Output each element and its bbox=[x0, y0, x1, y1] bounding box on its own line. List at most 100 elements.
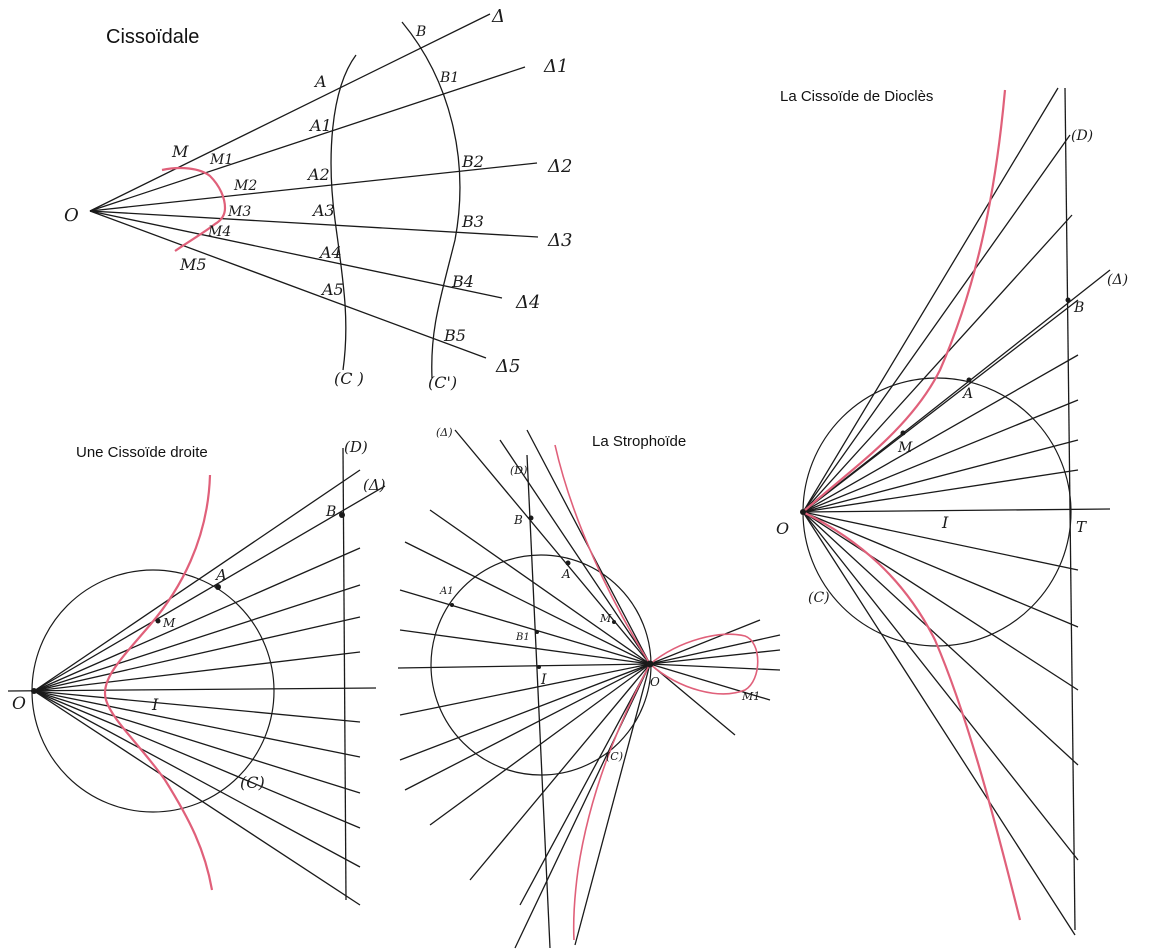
ray-delta4 bbox=[89, 210, 503, 299]
label-a1: A1 bbox=[308, 116, 332, 135]
label-curve-c: (C ) bbox=[334, 369, 364, 388]
point-b1 bbox=[535, 630, 539, 634]
axis-oi bbox=[397, 663, 651, 669]
label-m3: M3 bbox=[227, 204, 251, 220]
label-b: B bbox=[513, 513, 523, 527]
label-m: M bbox=[897, 440, 913, 456]
label-d: (D) bbox=[510, 464, 527, 477]
label-m1: M1 bbox=[209, 152, 233, 168]
label-m5: M5 bbox=[179, 255, 207, 274]
ray bbox=[33, 690, 361, 906]
ray bbox=[454, 429, 651, 665]
ray bbox=[33, 690, 361, 758]
point-m bbox=[612, 620, 616, 624]
ray bbox=[574, 663, 651, 946]
label-a: A bbox=[961, 386, 973, 402]
ray bbox=[33, 547, 361, 692]
label-b2: B2 bbox=[461, 152, 484, 171]
line-d bbox=[342, 447, 347, 901]
ray bbox=[33, 690, 361, 794]
line-d bbox=[1064, 87, 1076, 931]
ray bbox=[429, 663, 651, 826]
label-b1: B1 bbox=[439, 70, 459, 86]
label-a5: A5 bbox=[320, 280, 344, 299]
red-curve-cissoidale bbox=[161, 166, 227, 252]
ray bbox=[404, 541, 651, 665]
ray-delta3 bbox=[89, 210, 539, 238]
ray bbox=[649, 649, 781, 665]
ray bbox=[33, 469, 361, 692]
ray bbox=[399, 589, 651, 665]
label-a2: A2 bbox=[306, 165, 330, 184]
rays-diocles bbox=[802, 87, 1111, 936]
panel4-title: La Cissoïde de Dioclès bbox=[780, 88, 933, 105]
ray bbox=[802, 469, 1079, 513]
label-a: A bbox=[561, 567, 571, 581]
label-delta3: Δ3 bbox=[547, 230, 572, 251]
ray bbox=[33, 485, 386, 692]
point-o bbox=[646, 660, 654, 668]
label-delta4: Δ4 bbox=[515, 292, 540, 313]
label-d: (D) bbox=[1071, 128, 1093, 144]
point-m bbox=[155, 618, 161, 624]
point-a bbox=[966, 377, 972, 383]
label-b1: B1 bbox=[515, 632, 530, 643]
label-m: M bbox=[599, 612, 612, 625]
ray bbox=[802, 134, 1071, 513]
label-o: O bbox=[64, 205, 79, 226]
point-b bbox=[1065, 297, 1071, 303]
ray bbox=[399, 663, 651, 761]
axis-ox bbox=[7, 687, 377, 692]
label-a1: A1 bbox=[439, 586, 454, 597]
ray bbox=[499, 439, 651, 665]
label-circle: (C) bbox=[808, 590, 830, 606]
label-curve-c2: (C') bbox=[428, 373, 457, 392]
point-o bbox=[31, 688, 37, 694]
label-b: B bbox=[325, 504, 336, 520]
ray-delta2 bbox=[89, 162, 538, 212]
curve-c bbox=[330, 54, 357, 371]
ray bbox=[802, 511, 1079, 628]
label-circle: (C) bbox=[606, 750, 623, 763]
label-m: M bbox=[162, 616, 176, 630]
label-d: (D) bbox=[344, 438, 368, 456]
ray bbox=[649, 663, 781, 671]
ray bbox=[469, 663, 651, 881]
ray bbox=[802, 299, 1079, 513]
ray bbox=[33, 616, 361, 692]
label-o: O bbox=[12, 694, 26, 714]
curve-c-prime bbox=[401, 21, 461, 379]
ray-delta bbox=[89, 13, 491, 212]
ray bbox=[802, 511, 1079, 766]
label-delta: (Δ) bbox=[1107, 272, 1128, 288]
ray bbox=[802, 511, 1079, 571]
label-b3: B3 bbox=[461, 212, 484, 231]
red-curve-strophoide-loop bbox=[649, 633, 759, 695]
label-a3: A3 bbox=[311, 201, 335, 220]
ray bbox=[649, 663, 736, 736]
point-b bbox=[339, 512, 345, 518]
ray bbox=[802, 511, 1079, 691]
ray bbox=[649, 663, 771, 701]
label-b5: B5 bbox=[443, 326, 466, 345]
point-a1 bbox=[450, 603, 454, 607]
label-delta2: Δ2 bbox=[547, 156, 572, 177]
ray bbox=[802, 511, 1079, 861]
ray bbox=[404, 663, 651, 791]
point-b bbox=[528, 515, 534, 521]
ray bbox=[33, 690, 361, 723]
ray bbox=[33, 690, 361, 868]
ray bbox=[802, 399, 1079, 513]
point-i bbox=[537, 665, 541, 669]
label-delta1: Δ1 bbox=[543, 56, 568, 77]
ray bbox=[802, 354, 1079, 513]
ray bbox=[802, 439, 1079, 513]
ray bbox=[649, 619, 761, 665]
point-a bbox=[215, 584, 221, 590]
label-a: A bbox=[313, 72, 327, 91]
panel-cissoide-diocles: La Cissoïde de Dioclès bbox=[776, 87, 1128, 936]
ray bbox=[399, 629, 651, 665]
ray bbox=[802, 214, 1073, 513]
red-curve-droite bbox=[103, 474, 214, 891]
